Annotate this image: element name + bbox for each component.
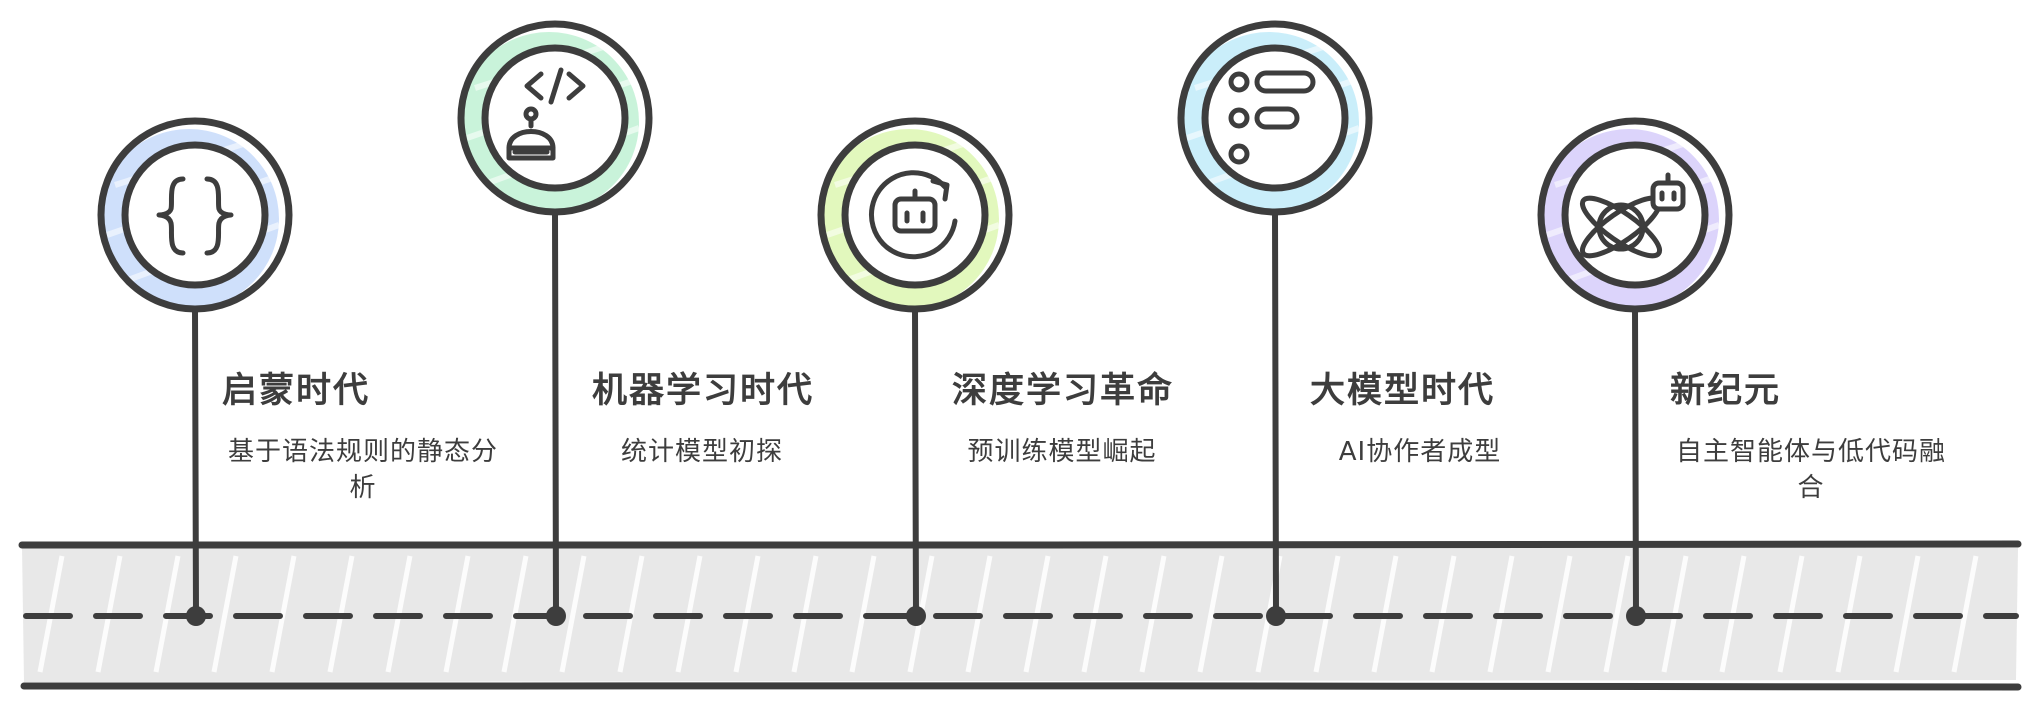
milestone-description: 预训练模型崛起 <box>967 437 1157 467</box>
road <box>18 540 2022 691</box>
milestone-inner-ring <box>121 141 269 289</box>
milestone-road-dot <box>546 606 566 626</box>
milestone-outer-ring <box>1177 20 1373 216</box>
milestone-2 <box>457 20 653 626</box>
road-hatch-line <box>849 555 877 673</box>
road-top-edge <box>18 540 2022 549</box>
milestone-title: 机器学习时代 <box>592 371 815 411</box>
milestone-pin-line <box>552 209 559 619</box>
orbit-robot-icon <box>1579 172 1686 259</box>
milestone-road-dot <box>906 606 926 626</box>
robot-refresh-icon <box>868 170 958 260</box>
milestone-pin-line <box>192 306 199 619</box>
milestone-5 <box>1537 117 1733 626</box>
milestone-outer-ring <box>1537 117 1733 313</box>
list-icon <box>1228 70 1316 165</box>
road-hatch-line <box>269 555 297 673</box>
milestone-inner-ring <box>481 44 629 192</box>
milestone-pin-line <box>1272 209 1279 619</box>
milestone-title: 新纪元 <box>1670 371 1782 411</box>
milestones <box>97 20 1733 626</box>
milestone-4 <box>1177 20 1373 626</box>
milestone-description: 自主智能体与低代码融合 <box>1675 437 1946 503</box>
milestone-3 <box>817 117 1013 626</box>
road-hatching <box>37 555 1979 673</box>
milestone-road-dot <box>186 606 206 626</box>
road-hatch-line <box>1951 555 1979 673</box>
milestone-outer-ring <box>97 117 293 313</box>
milestone-title: 大模型时代 <box>1310 371 1496 411</box>
milestone-title: 启蒙时代 <box>222 371 371 411</box>
milestone-inner-ring <box>841 141 989 289</box>
road-hatch-line <box>1545 555 1573 673</box>
road-hatch-line <box>1197 555 1225 673</box>
milestone-outer-ring <box>817 117 1013 313</box>
milestone-road-dot <box>1266 606 1286 626</box>
milestone-pin-line <box>912 306 919 619</box>
milestone-pin-line <box>1632 306 1639 619</box>
code-robot-icon <box>506 67 586 161</box>
milestone-description: AI协作者成型 <box>1338 437 1502 467</box>
milestone-description: 统计模型初探 <box>620 437 783 467</box>
milestone-road-dot <box>1626 606 1646 626</box>
milestone-inner-ring <box>1201 44 1349 192</box>
milestone-1 <box>97 117 293 626</box>
milestone-description: 基于语法规则的静态分析 <box>227 437 498 503</box>
road-bottom-edge <box>20 681 2022 691</box>
milestone-title: 深度学习革命 <box>952 371 1175 411</box>
road-hatch-line <box>559 555 587 673</box>
road-hatch-line <box>211 555 239 673</box>
road-hatch-line <box>1603 555 1631 673</box>
milestone-outer-ring <box>457 20 653 216</box>
road-hatch-line <box>1893 555 1921 673</box>
curly-braces-icon <box>156 176 234 256</box>
